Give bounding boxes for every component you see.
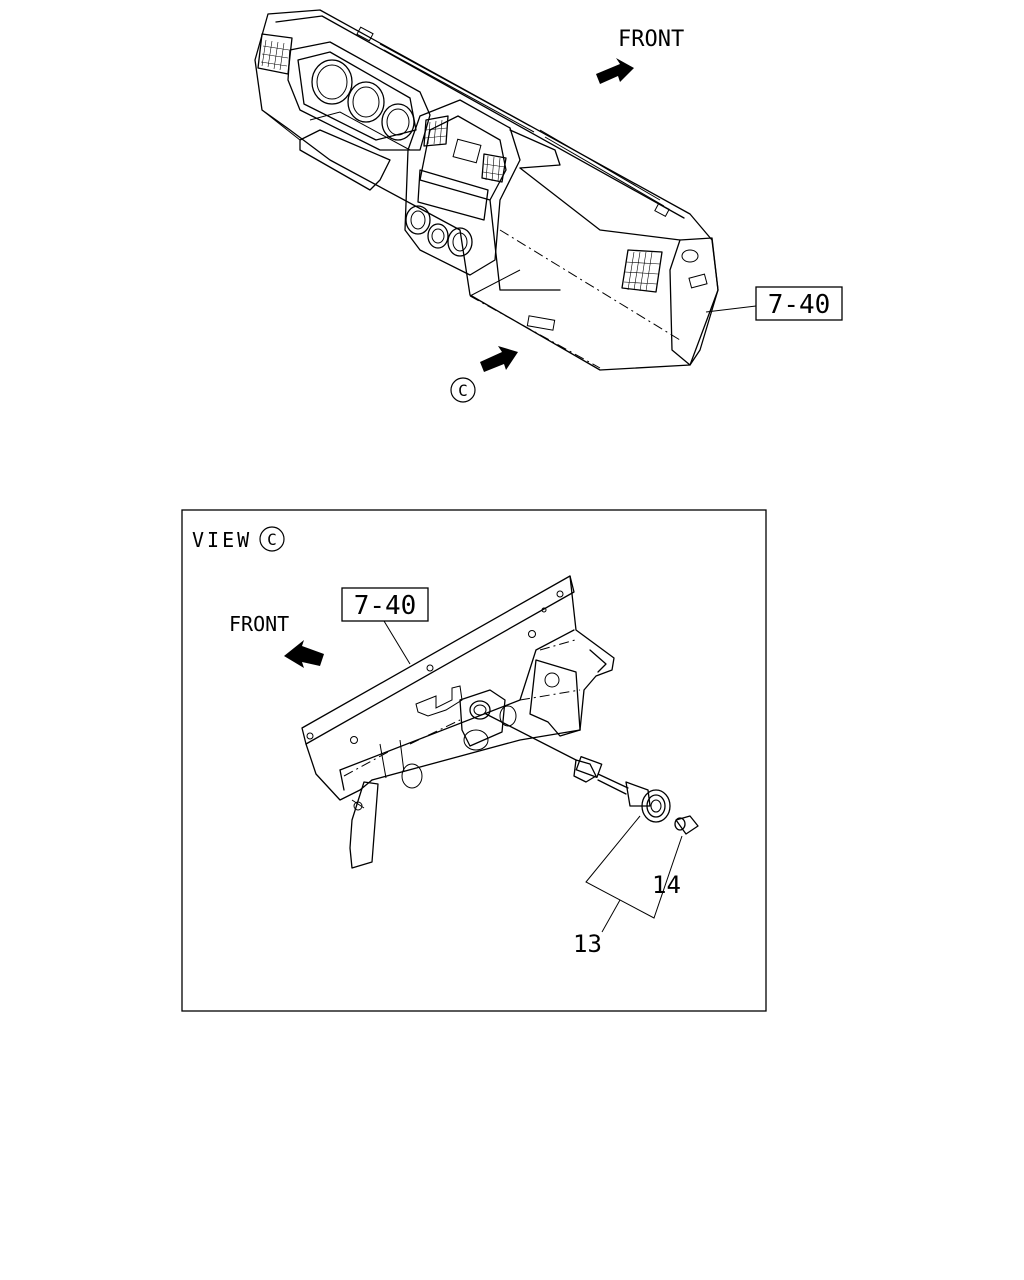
detail-view-marker-circle (259, 526, 285, 552)
view-marker-circle (450, 377, 476, 403)
control-knobs (405, 205, 473, 257)
detail-view-title: VIEW (192, 528, 252, 552)
right-vent (621, 249, 663, 293)
part-13-label: 13 (573, 930, 602, 958)
detail-front-label: FRONT (229, 612, 289, 636)
socket-harness (485, 713, 671, 823)
top-front-label: FRONT (618, 27, 684, 52)
instrument-panel-drawing (254, 9, 757, 371)
gauges (311, 59, 415, 141)
part-14-label: 14 (652, 871, 681, 899)
detail-callout-ref: 7-40 (354, 591, 417, 621)
top-callout-ref: 7-40 (768, 290, 831, 320)
detail-callout-box (341, 587, 429, 622)
detail-frame (181, 509, 767, 1012)
front-arrow-icon (596, 58, 634, 84)
detail-view-marker: C (267, 530, 277, 549)
top-view-marker: C (458, 381, 468, 400)
left-vent (257, 33, 293, 75)
top-callout-box (755, 286, 843, 321)
bulb (674, 815, 699, 835)
center-vents (423, 115, 507, 183)
view-arrow-icon (480, 346, 518, 372)
underside-panel-drawing (301, 575, 615, 869)
detail-front-arrow-icon (284, 640, 324, 668)
